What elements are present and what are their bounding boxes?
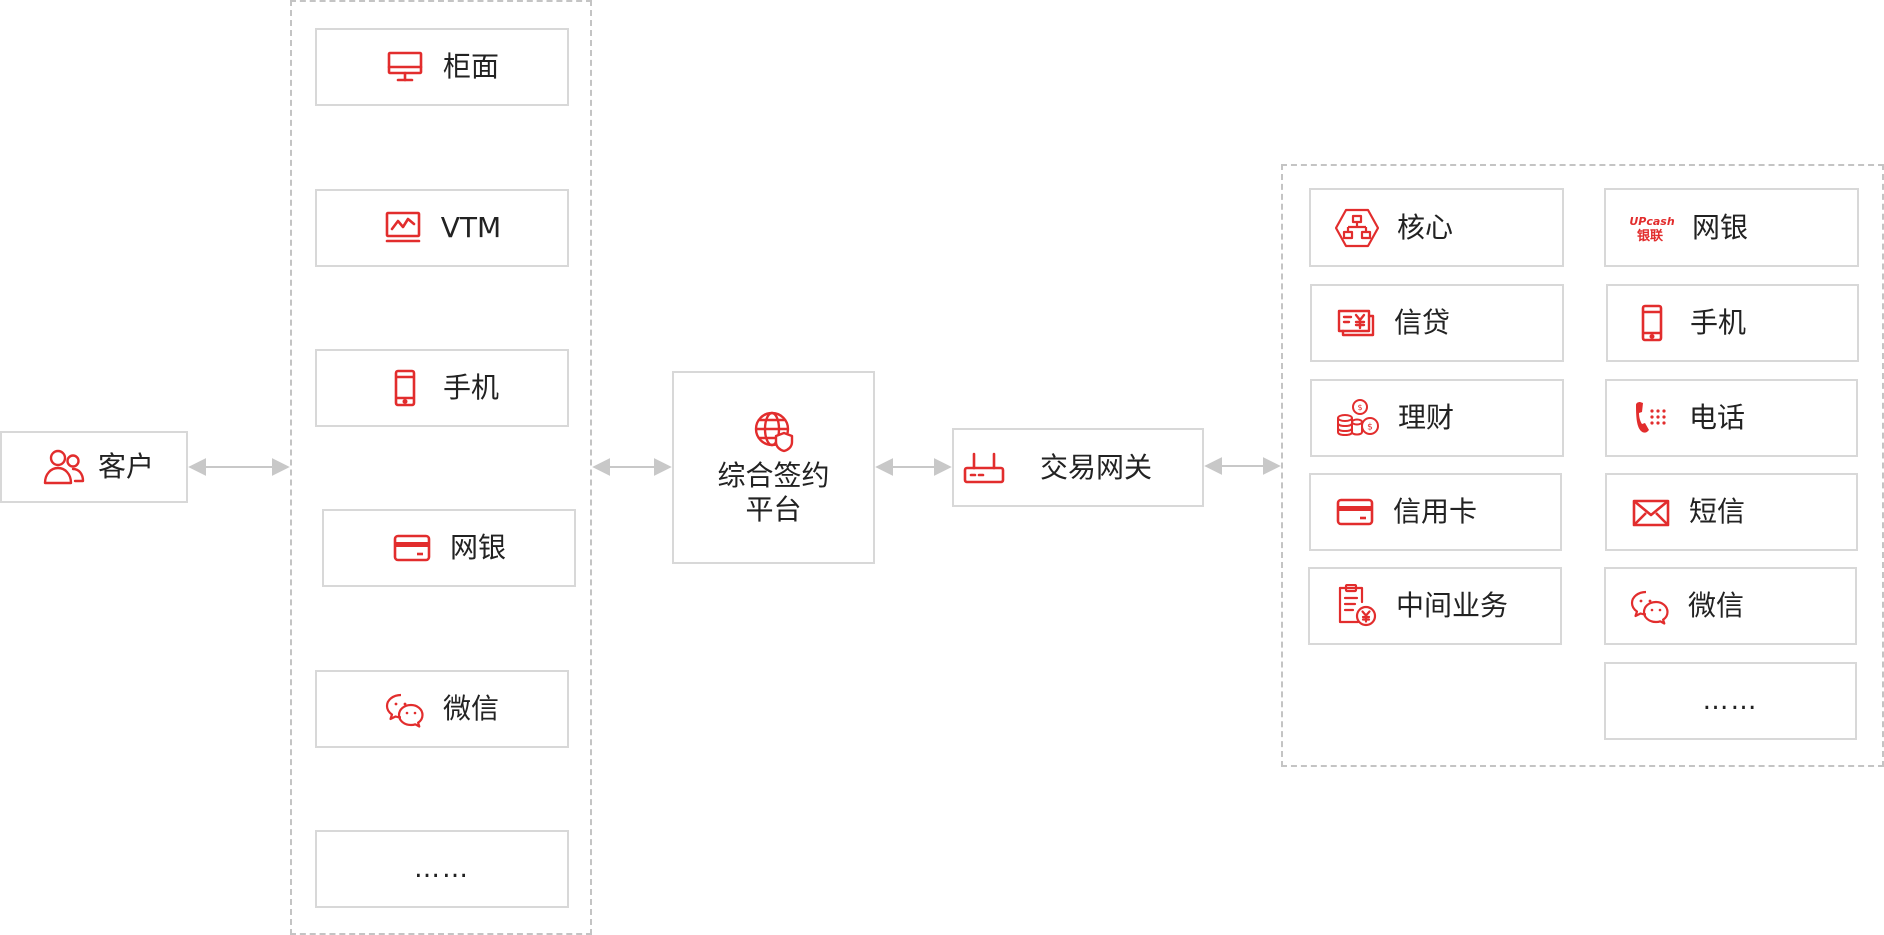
system-label: 电话 (1689, 401, 1746, 434)
system-label: 信用卡 (1393, 495, 1478, 528)
platform-label-line1: 综合签约 (717, 458, 830, 492)
svg-text:$: $ (1367, 423, 1373, 433)
channel-label: VTM (440, 211, 502, 244)
system-label: 中间业务 (1396, 589, 1509, 622)
unionpay-icon: UPcash 银联 (1630, 206, 1674, 250)
channel-ebank: 网银 (322, 509, 576, 587)
chart-monitor-icon (383, 208, 423, 248)
system-label: 网银 (1692, 210, 1749, 244)
system-wechat: 微信 (1604, 567, 1857, 645)
wechat-icon (385, 689, 425, 729)
system-label: 信贷 (1394, 306, 1451, 339)
channel-counter: 柜面 (315, 28, 569, 106)
card-icon (392, 528, 432, 568)
channels-group (290, 0, 592, 935)
channel-label: 手机 (442, 371, 499, 404)
channel-more: …… (315, 830, 569, 908)
system-label: 理财 (1398, 401, 1455, 434)
systems-group (1281, 164, 1884, 767)
system-intermediary: 中间业务 (1308, 567, 1562, 645)
platform-label-line2: 平台 (745, 492, 802, 526)
channel-label: 微信 (442, 692, 499, 725)
system-label: 核心 (1397, 210, 1454, 244)
customer-node: 客户 (0, 431, 188, 503)
monitor-icon (385, 47, 425, 87)
system-sms: 短信 (1605, 473, 1858, 551)
svg-text:UPcash: UPcash (1630, 215, 1674, 228)
gateway-label: 交易网关 (1040, 450, 1153, 484)
system-label: 微信 (1688, 589, 1745, 622)
svg-text:$: $ (1357, 403, 1362, 412)
platform-node: 综合签约 平台 (672, 371, 875, 564)
channel-label: 网银 (449, 531, 506, 564)
telephone-keypad-icon (1631, 398, 1671, 438)
system-label: 手机 (1690, 306, 1747, 339)
mobile-phone-icon (1632, 303, 1672, 343)
wechat-icon (1630, 586, 1670, 626)
channel-mobile: 手机 (315, 349, 569, 427)
more-ellipsis: …… (414, 854, 470, 884)
router-icon (962, 446, 1006, 490)
system-unionpay: UPcash 银联 网银 (1604, 188, 1859, 267)
channel-wechat: 微信 (315, 670, 569, 748)
coins-stack-icon: $ $ (1336, 396, 1380, 440)
channel-label: 柜面 (442, 50, 499, 83)
svg-text:银联: 银联 (1637, 228, 1663, 244)
system-core: 核心 (1309, 188, 1564, 267)
platform-label: 综合签约 平台 (717, 459, 829, 526)
system-credit-card: 信用卡 (1309, 473, 1562, 551)
users-icon (42, 445, 86, 489)
document-yuan-icon (1334, 584, 1378, 628)
system-label: 短信 (1689, 495, 1746, 528)
gateway-node: 交易网关 (952, 428, 1204, 507)
system-more: …… (1604, 662, 1857, 740)
yuan-bill-icon (1336, 303, 1376, 343)
system-telephone: 电话 (1605, 379, 1858, 457)
channel-vtm: VTM (315, 189, 569, 267)
system-credit: 信贷 (1310, 284, 1564, 362)
envelope-icon (1631, 492, 1671, 532)
globe-shield-icon (752, 409, 796, 453)
credit-card-icon (1335, 492, 1375, 532)
customer-label: 客户 (98, 450, 155, 483)
system-wealth: $ $ 理财 (1310, 379, 1564, 457)
more-ellipsis: …… (1702, 686, 1759, 716)
system-mobile: 手机 (1606, 284, 1859, 362)
mobile-phone-icon (385, 368, 425, 408)
hierarchy-hexagon-icon (1335, 206, 1379, 250)
